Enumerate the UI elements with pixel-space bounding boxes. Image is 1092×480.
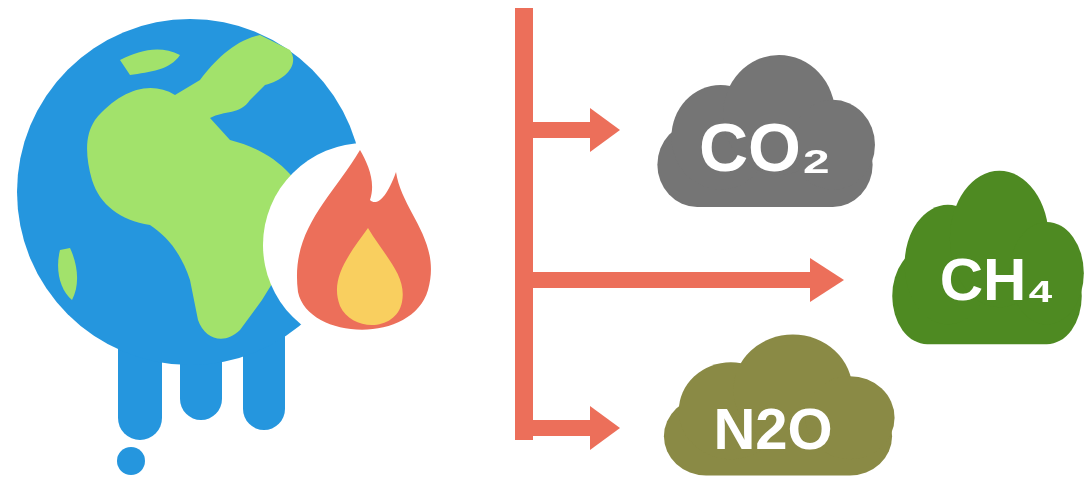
- gas-formula: CO₂: [699, 113, 831, 181]
- gas-formula: CH₄: [940, 250, 1055, 310]
- gas-cloud: N2O: [654, 330, 902, 480]
- gas-cloud: CO₂: [648, 50, 882, 212]
- fire-badge: [263, 143, 467, 347]
- gas-cloud: CH₄: [884, 165, 1090, 350]
- gas-formula: N2O: [713, 400, 832, 458]
